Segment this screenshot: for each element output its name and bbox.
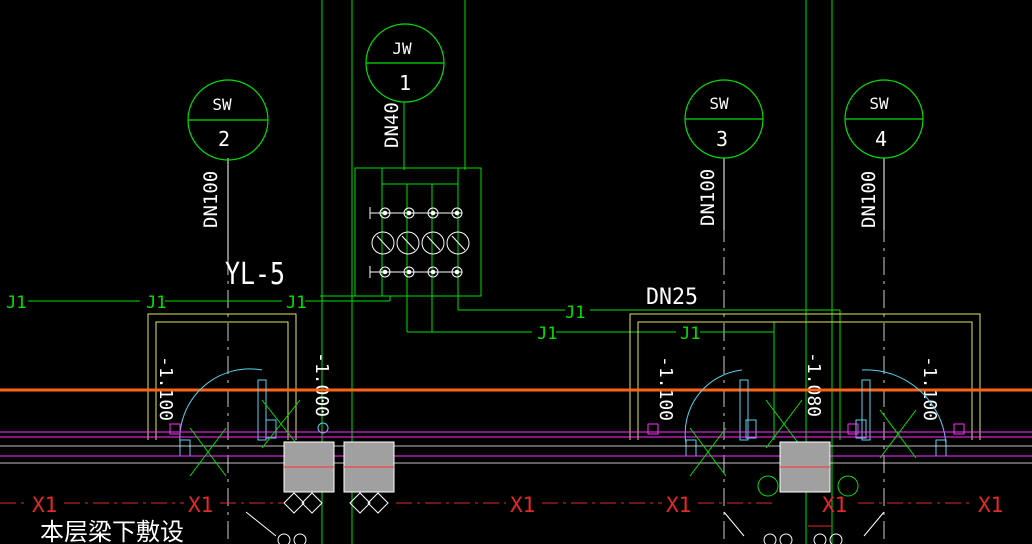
x1-label: X1 xyxy=(978,493,1003,517)
valve-symbols xyxy=(189,399,917,477)
x1-label: X1 xyxy=(510,493,535,517)
j1-label: J1 xyxy=(565,303,585,323)
j1-label: J1 xyxy=(286,293,306,313)
wall-lines xyxy=(0,423,1032,457)
riser-label: YL-5 xyxy=(225,257,285,292)
j1-label: J1 xyxy=(6,293,26,313)
pipe-size-branch: DN25 xyxy=(646,285,698,310)
marker-sw-3[interactable]: SW 3 xyxy=(684,79,764,159)
elevation-label: -1.000 xyxy=(311,352,332,417)
room-outlines xyxy=(147,313,981,440)
marker-sw-2[interactable]: SW 2 xyxy=(187,79,269,161)
meter-valves xyxy=(369,207,470,278)
x1-label: X1 xyxy=(822,493,847,517)
pipe-size-jw1: DN40 xyxy=(381,102,403,148)
j1-label: J1 xyxy=(680,324,700,344)
marker-type: JW xyxy=(392,39,412,58)
pipe-size-sw4: DN100 xyxy=(858,171,880,228)
axis-lines xyxy=(227,158,885,544)
x1-label: X1 xyxy=(188,493,213,517)
marker-type: SW xyxy=(709,94,729,113)
x1-label: X1 xyxy=(32,493,57,517)
marker-number: 1 xyxy=(399,71,411,95)
j1-water-supply-lines xyxy=(28,295,841,440)
marker-sw-4[interactable]: SW 4 xyxy=(844,79,924,159)
equipment-blocks xyxy=(283,441,831,493)
marker-number: 4 xyxy=(875,127,887,151)
j1-label: J1 xyxy=(537,324,557,344)
marker-number: 2 xyxy=(218,127,230,151)
marker-type: SW xyxy=(212,95,232,114)
bottom-fixtures xyxy=(245,511,885,544)
j1-label: J1 xyxy=(146,293,166,313)
installation-note: 本层梁下敷设 xyxy=(40,518,184,544)
marker-number: 3 xyxy=(716,127,728,151)
wall-lines-white xyxy=(0,445,1032,464)
elevation-label: -1.080 xyxy=(803,352,824,417)
marker-jw-1[interactable]: JW 1 xyxy=(365,23,445,103)
pipe-size-sw3: DN100 xyxy=(697,169,719,226)
fixture-arcs xyxy=(179,368,947,457)
pipe-size-sw2: DN100 xyxy=(200,171,222,228)
x1-label: X1 xyxy=(666,493,691,517)
marker-leaders xyxy=(227,158,885,260)
diamond-symbols xyxy=(283,475,859,514)
marker-type: SW xyxy=(869,94,889,113)
